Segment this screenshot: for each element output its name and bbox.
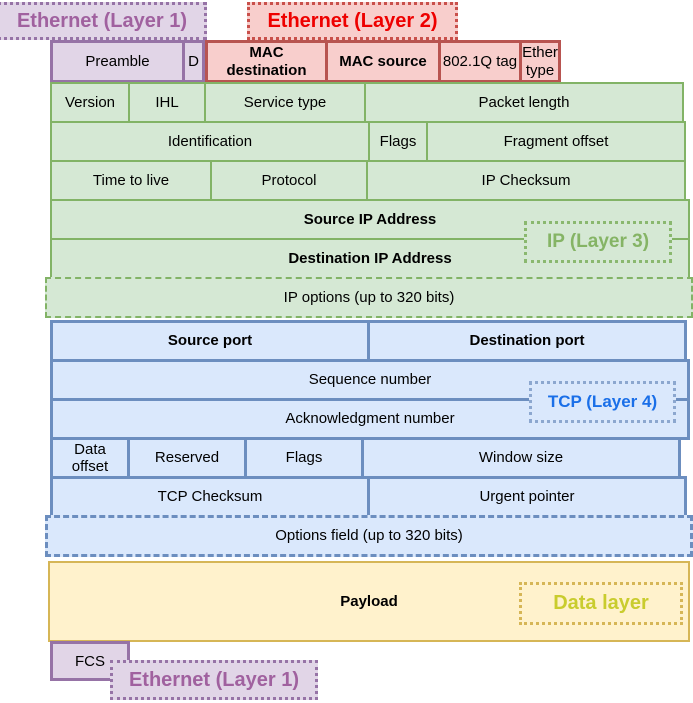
- cell-version: Version: [50, 82, 130, 123]
- ethernet-header-row: Preamble D MAC destination MAC source 80…: [50, 40, 561, 83]
- cell-ihl: IHL: [128, 82, 206, 123]
- label-tcp-layer4: TCP (Layer 4): [529, 381, 676, 423]
- cell-identification: Identification: [50, 121, 370, 162]
- cell-urgent-pointer: Urgent pointer: [367, 476, 687, 518]
- tcp-row-4: Data offset Reserved Flags Window size: [50, 437, 690, 479]
- payload-label: Payload: [340, 593, 398, 610]
- cell-reserved: Reserved: [127, 437, 247, 479]
- cell-ip-checksum: IP Checksum: [366, 160, 686, 201]
- cell-data-offset: Data offset: [50, 437, 130, 479]
- cell-tcp-checksum: TCP Checksum: [50, 476, 370, 518]
- tcp-row-5: TCP Checksum Urgent pointer: [50, 476, 690, 518]
- label-ethernet-layer1-bottom: Ethernet (Layer 1): [110, 660, 318, 700]
- tcp-row-1: Source port Destination port: [50, 320, 690, 362]
- label-ethernet-layer2: Ethernet (Layer 2): [247, 2, 458, 40]
- cell-mac-source: MAC source: [325, 40, 441, 83]
- cell-ether-type: Ether type: [519, 40, 561, 83]
- label-ip-layer3: IP (Layer 3): [524, 221, 672, 263]
- ip-header-block: Version IHL Service type Packet length I…: [45, 82, 693, 318]
- tcp-header-block: Source port Destination port Sequence nu…: [45, 320, 693, 557]
- cell-packet-length: Packet length: [364, 82, 684, 123]
- ip-row-1: Version IHL Service type Packet length: [50, 82, 690, 123]
- cell-protocol: Protocol: [210, 160, 368, 201]
- ip-row-options: IP options (up to 320 bits): [45, 277, 693, 318]
- label-ethernet-layer1-top: Ethernet (Layer 1): [0, 2, 207, 40]
- label-data-layer: Data layer: [519, 582, 683, 625]
- cell-window-size: Window size: [361, 437, 681, 479]
- cell-ip-flags: Flags: [368, 121, 428, 162]
- cell-tcp-flags: Flags: [244, 437, 364, 479]
- cell-source-ip: Source IP Address: [50, 199, 690, 240]
- ethernet-mac-group: MAC destination MAC source 802.1Q tag Et…: [205, 40, 561, 83]
- cell-tcp-options: Options field (up to 320 bits): [45, 515, 693, 557]
- ethernet-physical-group: Preamble D: [50, 40, 205, 83]
- tcp-row-options: Options field (up to 320 bits): [45, 515, 693, 557]
- cell-8021q-tag: 802.1Q tag: [438, 40, 522, 83]
- cell-sfd: D: [182, 40, 205, 83]
- cell-source-port: Source port: [50, 320, 370, 362]
- ip-row-3: Time to live Protocol IP Checksum: [50, 160, 690, 201]
- cell-mac-destination: MAC destination: [205, 40, 328, 83]
- cell-preamble: Preamble: [50, 40, 185, 83]
- cell-service-type: Service type: [204, 82, 366, 123]
- cell-fragment-offset: Fragment offset: [426, 121, 686, 162]
- cell-destination-port: Destination port: [367, 320, 687, 362]
- cell-ip-options: IP options (up to 320 bits): [45, 277, 693, 318]
- cell-time-to-live: Time to live: [50, 160, 212, 201]
- ip-row-2: Identification Flags Fragment offset: [50, 121, 690, 162]
- ip-row-4: Source IP Address: [50, 199, 690, 240]
